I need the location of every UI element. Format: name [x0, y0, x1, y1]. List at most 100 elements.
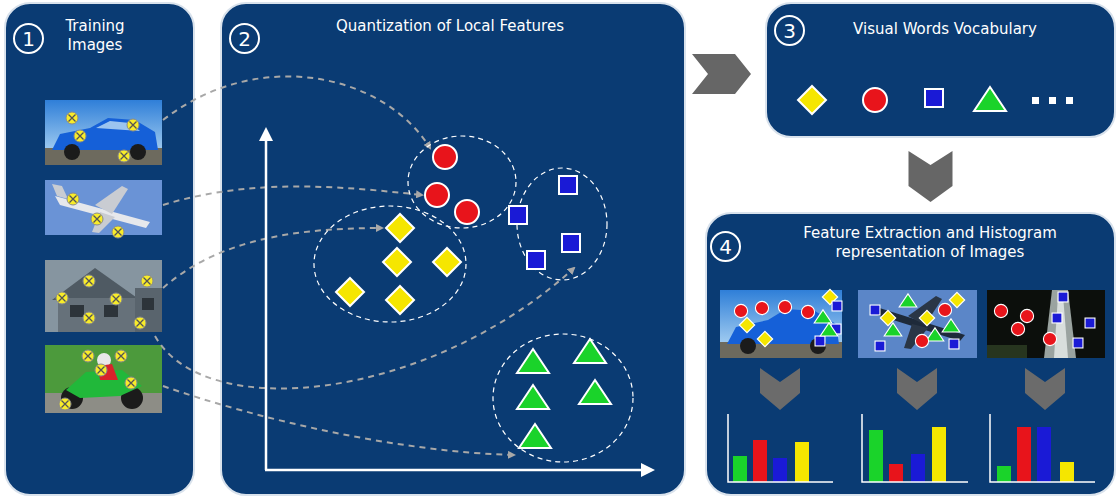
waterfall-photo: [987, 345, 1027, 358]
red-cluster: [455, 200, 479, 224]
down-chevrons: [760, 368, 1065, 410]
histogram: [795, 442, 809, 482]
plane-photo: [95, 186, 128, 214]
histogram: [728, 414, 833, 482]
histogram: [997, 466, 1011, 482]
waterfall-photo: [987, 290, 1105, 358]
yellow-cluster: [386, 214, 414, 242]
feature-markers: [67, 193, 79, 205]
feature-markers: [110, 293, 122, 305]
feature-markers: [125, 377, 137, 389]
feature-markers: [820, 323, 838, 336]
motorbike-photo: [45, 345, 162, 413]
feature-markers: [938, 303, 951, 316]
blue-cluster: [509, 206, 527, 224]
house-photo: [58, 298, 136, 332]
green-cluster: [517, 349, 549, 373]
step-number: 1: [22, 28, 35, 50]
cluster-outlines: [408, 136, 516, 228]
step-number-circle: 1: [13, 23, 44, 54]
step-panel: Training Images1: [4, 2, 195, 496]
vocabulary-words: [798, 86, 1073, 114]
feature-markers: [870, 305, 880, 315]
plot-axes: [265, 134, 648, 470]
feature-markers: [801, 305, 814, 318]
car-photo: [130, 144, 146, 160]
feature-markers: [74, 130, 86, 142]
feature-markers: [1073, 338, 1083, 348]
red-cluster: [433, 145, 457, 169]
histogram: [862, 414, 968, 482]
green-cluster: [574, 339, 606, 363]
feature-markers: [118, 150, 130, 162]
car-photo: [720, 290, 842, 358]
yellow-cluster: [336, 278, 364, 306]
cluster-outlines: [517, 168, 607, 280]
step-number: 2: [238, 28, 251, 50]
cluster-outlines: [493, 334, 633, 462]
red-cluster: [425, 183, 449, 207]
house-photo: [45, 260, 162, 332]
red-cluster: [425, 145, 479, 224]
vocabulary-words: [1049, 97, 1056, 104]
vocabulary-words: [1066, 97, 1073, 104]
feature-markers: [56, 275, 153, 329]
waterfall-photo: [1044, 290, 1076, 358]
feature-markers: [67, 193, 124, 238]
vocabulary-words: [863, 88, 887, 112]
plane-photo: [858, 290, 977, 358]
feature-markers: [59, 398, 71, 410]
plane-photo: [908, 296, 942, 325]
plot-axes: [265, 469, 648, 472]
feature-markers: [739, 317, 754, 332]
histogram: [1017, 427, 1031, 482]
mapping-curves: [155, 76, 574, 455]
green-cluster: [517, 339, 611, 448]
car-photo: [45, 100, 162, 165]
house-photo: [70, 305, 84, 317]
house-photo: [45, 260, 162, 332]
feature-markers: [899, 294, 917, 307]
flow-chevron: [692, 54, 751, 94]
car-photo: [64, 144, 80, 160]
plane-photo: [52, 184, 68, 199]
feature-markers: [1011, 322, 1024, 335]
feature-markers: [919, 310, 934, 325]
waterfall-photo: [1054, 295, 1068, 358]
histogram: [990, 414, 1095, 482]
cluster-outlines: [314, 136, 633, 462]
feature-markers: [870, 292, 965, 351]
feature-markers: [734, 289, 842, 346]
step-number-circle: 4: [710, 231, 741, 262]
feature-markers: [1058, 292, 1068, 302]
histogram: [728, 414, 833, 482]
step-number-circle: 3: [774, 15, 805, 46]
panel-title: Feature Extraction and Histogram represe…: [760, 224, 1100, 262]
histogram: [869, 430, 883, 482]
feature-markers: [994, 292, 1095, 348]
down-chevrons: [897, 368, 937, 410]
histogram: [733, 456, 747, 482]
plane-photo: [45, 180, 162, 235]
feature-markers: [127, 119, 139, 131]
panel-title: Quantization of Local Features: [290, 17, 610, 36]
plane-photo: [858, 290, 977, 358]
feature-markers: [141, 275, 153, 287]
vocabulary-words: [1032, 97, 1039, 104]
blue-cluster: [559, 176, 577, 194]
histogram: [889, 464, 903, 482]
feature-markers: [95, 364, 107, 376]
feature-markers: [757, 331, 772, 346]
panel-title: Visual Words Vocabulary: [805, 20, 1085, 39]
vocabulary-words: [798, 86, 826, 114]
histogram: [990, 414, 1095, 482]
feature-markers: [66, 112, 78, 124]
green-cluster: [519, 424, 551, 448]
blue-cluster: [509, 176, 580, 269]
histogram: [862, 414, 968, 482]
feature-markers: [994, 304, 1007, 317]
feature-markers: [59, 350, 137, 410]
car-photo: [740, 338, 756, 354]
car-photo: [720, 290, 842, 358]
feature-markers: [134, 317, 146, 329]
